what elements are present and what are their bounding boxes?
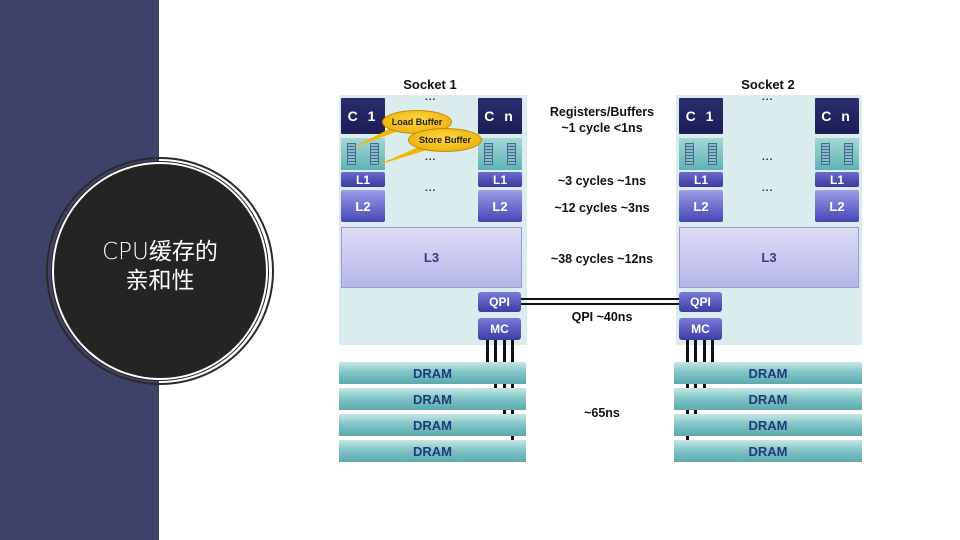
slide-title-line2: 亲和性 <box>125 268 195 294</box>
socket2-label: Socket 2 <box>741 77 795 92</box>
socket1-qpi: QPI <box>478 292 521 312</box>
store-buffer-callout: Store Buffer <box>408 128 482 152</box>
socket1-cn-l1: L1 <box>478 172 522 187</box>
load-buffer-icon <box>685 143 694 165</box>
latency-dram: ~65ns <box>584 406 620 420</box>
socket2-dram-3: DRAM <box>674 414 862 436</box>
title-circle <box>52 162 268 380</box>
socket1-mc: MC <box>478 318 521 340</box>
socket1-dram-4: DRAM <box>339 440 526 462</box>
socket2-c1-buffers <box>679 138 723 170</box>
socket1-l2-ellipsis: ... <box>425 183 437 194</box>
socket2-core-c1: C 1 <box>679 98 723 134</box>
socket1-c1-l2: L2 <box>341 190 385 222</box>
socket2-cn-l1: L1 <box>815 172 859 187</box>
title-circle-ring <box>46 157 274 385</box>
socket1-cn-l2: L2 <box>478 190 522 222</box>
socket1-dram-3: DRAM <box>339 414 526 436</box>
store-buffer-icon <box>708 143 717 165</box>
socket2-dram-4: DRAM <box>674 440 862 462</box>
load-buffer-pointer <box>352 126 407 148</box>
socket2-cn-buffers <box>815 138 859 170</box>
socket1-core-cn: C n <box>478 98 522 134</box>
socket2-dram-1: DRAM <box>674 362 862 384</box>
socket1-core-c1: C 1 <box>341 98 385 134</box>
socket2-dram-2: DRAM <box>674 388 862 410</box>
socket2-l3: L3 <box>679 227 859 288</box>
socket2-cn-l2: L2 <box>815 190 859 222</box>
socket1-core-ellipsis: ... <box>425 92 437 103</box>
store-buffer-icon <box>370 143 379 165</box>
latency-l3: ~38 cycles ~12ns <box>550 252 654 266</box>
socket2-qpi: QPI <box>679 292 722 312</box>
load-buffer-icon <box>484 143 493 165</box>
socket1-dram-2: DRAM <box>339 388 526 410</box>
qpi-link-line-top <box>521 298 679 300</box>
socket1-buffer-ellipsis: ... <box>425 152 437 163</box>
load-buffer-icon <box>347 143 356 165</box>
latency-registers-value: ~1 cycle <1ns <box>561 121 643 135</box>
store-buffer-icon <box>844 143 853 165</box>
memory-channel-1 <box>486 340 489 362</box>
socket2-l2-ellipsis: ... <box>762 183 774 194</box>
socket2-buffer-ellipsis: ... <box>762 152 774 163</box>
load-buffer-icon <box>821 143 830 165</box>
latency-registers-title: Registers/Buffers <box>549 105 655 119</box>
socket2-core-cn: C n <box>815 98 859 134</box>
socket1-label: Socket 1 <box>403 77 457 92</box>
socket1-cn-buffers <box>478 138 522 170</box>
slide-title: CPU缓存的 亲和性 <box>52 238 268 296</box>
latency-l2: ~12 cycles ~3ns <box>554 201 650 215</box>
slide-title-line1: CPU缓存的 <box>102 239 218 265</box>
socket2-core-ellipsis: ... <box>762 92 774 103</box>
socket1-c1-l1: L1 <box>341 172 385 187</box>
latency-qpi: QPI ~40ns <box>571 310 633 324</box>
socket1-dram-1: DRAM <box>339 362 526 384</box>
socket2-c1-l1: L1 <box>679 172 723 187</box>
socket1-l3: L3 <box>341 227 522 288</box>
latency-registers: Registers/Buffers ~1 cycle <1ns <box>527 104 677 136</box>
latency-l1: ~3 cycles ~1ns <box>557 174 647 188</box>
socket2-mc: MC <box>679 318 722 340</box>
qpi-link-line-bottom <box>521 303 679 305</box>
socket2-c1-l2: L2 <box>679 190 723 222</box>
store-buffer-icon <box>507 143 516 165</box>
memory-channel-4 <box>711 340 714 362</box>
